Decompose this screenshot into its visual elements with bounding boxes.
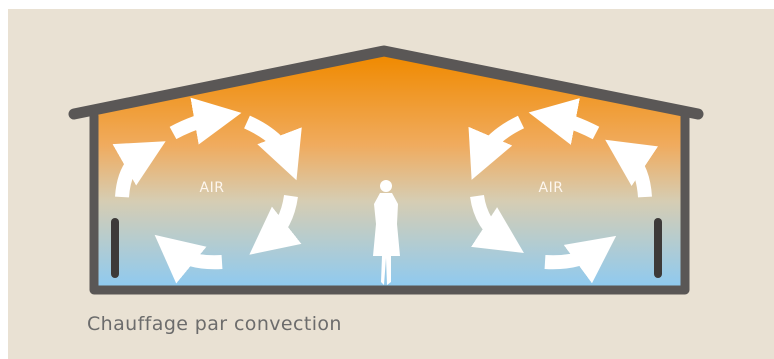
convection-arrow-icon (544, 235, 617, 284)
left-convection-arrows (112, 97, 302, 284)
convection-arrow-icon (528, 98, 600, 145)
convection-arrow-icon (605, 139, 659, 198)
convection-arrow-icon (249, 194, 302, 255)
right-convection-arrows (468, 98, 659, 284)
room-walls (89, 111, 690, 295)
convection-arrow-icon (112, 141, 166, 198)
convection-arrow-icon (468, 115, 525, 180)
person-icon (373, 180, 400, 285)
convection-arrow-icon (169, 97, 242, 145)
convection-arrow-icon (154, 234, 223, 284)
convection-arrow-icon (243, 115, 302, 181)
diagram-caption: Chauffage par convection (87, 313, 342, 335)
roof (68, 45, 704, 120)
air-label-right: AIR (538, 180, 564, 196)
air-label-left: AIR (199, 180, 225, 196)
building-outline (68, 45, 704, 295)
convection-arrow-icon (470, 194, 524, 254)
